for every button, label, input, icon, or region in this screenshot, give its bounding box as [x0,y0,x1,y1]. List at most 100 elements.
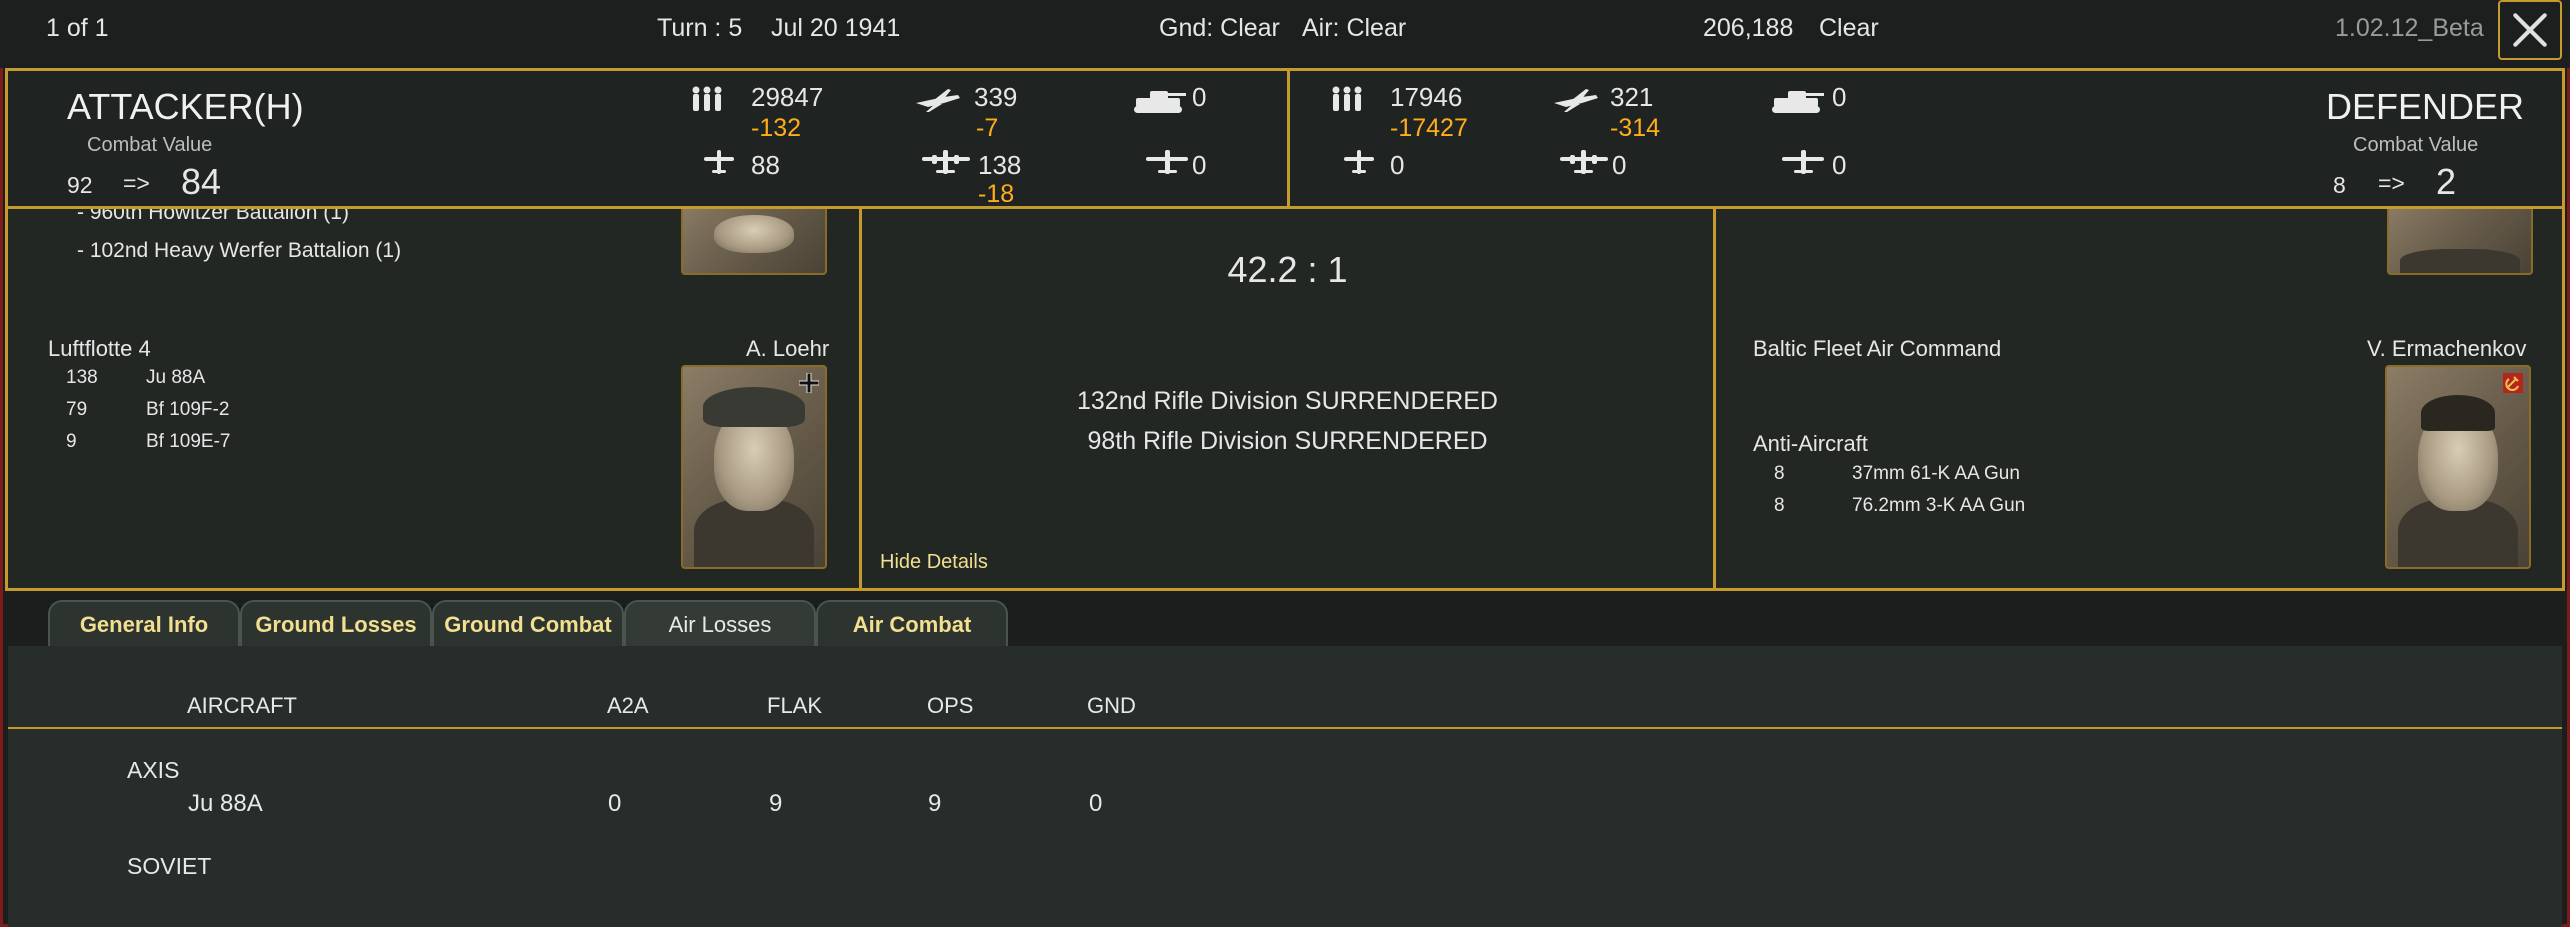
defender-cv-label: Combat Value [2353,134,2479,156]
divider [2562,68,2565,588]
defender-title: DEFENDER [2326,86,2525,127]
aa-type: 37mm 61-K AA Gun [1852,463,2020,484]
tab-general-info[interactable]: General Info [48,600,240,648]
date-label: Jul 20 1941 [771,14,901,42]
column-header-a2a: A2A [607,693,649,718]
attacker-tanks: 0 [1192,82,1207,112]
divider [5,588,2565,591]
divider [5,206,2565,209]
hex-location: 206,188 [1703,14,1794,42]
defender-men: 17946 [1390,82,1463,112]
close-icon [2513,13,2547,47]
defender-fighters-loss: -314 [1610,114,1661,142]
recon-plane-icon [702,149,736,175]
combat-odds: 42.2 : 1 [1227,249,1348,290]
column-header-aircraft: AIRCRAFT [187,693,297,718]
defender-air-group: Baltic Fleet Air Command [1753,336,2002,361]
attacker-title: ATTACKER(H) [67,86,304,127]
attacker-bombers-loss: -18 [978,180,1015,208]
version-label: 1.02.12_Beta [2335,14,2484,42]
unit-portrait [2387,209,2533,275]
defender-summary: 17946 -17427 321 -314 0 0 0 0 DEFENDER C… [1290,71,2562,206]
hide-details-button[interactable]: Hide Details [880,551,988,573]
column-header-ops: OPS [927,693,974,718]
soviet-section-label: SOVIET [127,853,212,879]
transport-plane-icon [1780,149,1826,175]
defender-commander-name: V. Ermachenkov [2367,336,2527,361]
air-weather: Air: Clear [1302,14,1407,42]
top-bar: 1 of 1 Turn : 5 Jul 20 1941 Gnd: Clear A… [0,0,2570,68]
table-cell-ops: 9 [928,790,942,817]
attacker-fighters-loss: -7 [976,114,999,142]
divider [1287,70,1290,208]
terrain-label: Clear [1819,14,1879,42]
header-divider [8,727,2562,729]
recon-plane-icon [1342,149,1376,175]
divider [1713,209,1716,588]
divider [859,209,862,588]
attacker-transports: 0 [1192,150,1207,180]
attacker-air-group: Luftflotte 4 [48,336,151,361]
divider [5,68,8,588]
defender-detail-panel: Baltic Fleet Air Command V. Ermachenkov … [1716,209,2562,588]
divider [5,68,2565,71]
turn-label: Turn : 5 [657,14,743,42]
attacker-recon: 88 [751,150,780,180]
page-indicator: 1 of 1 [46,14,109,42]
infantry-icon [1330,86,1364,112]
tab-air-combat[interactable]: Air Combat [816,600,1008,648]
attacker-commander-name: A. Loehr [746,336,830,361]
infantry-icon [690,86,724,112]
table-cell-aircraft: Ju 88A [188,790,263,817]
transport-plane-icon [1144,149,1190,175]
defender-commander-portrait[interactable] [2385,365,2531,569]
fighter-icon [914,87,962,113]
table-cell-a2a: 0 [608,790,622,817]
attacker-men-loss: -132 [751,114,802,142]
tab-ground-losses[interactable]: Ground Losses [240,600,432,648]
defender-cv-from: 8 [2333,172,2346,198]
anti-aircraft-title: Anti-Aircraft [1753,431,1868,456]
tab-air-losses[interactable]: Air Losses [624,600,816,648]
defender-tanks: 0 [1832,82,1847,112]
combat-result-line: 98th Rifle Division SURRENDERED [1087,427,1488,455]
table-cell-gnd: 0 [1089,790,1103,817]
tab-ground-combat[interactable]: Ground Combat [432,600,624,648]
tank-icon [1770,88,1826,114]
attacker-detail-panel: - 960th Howitzer Battalion (1) - 102nd H… [8,209,859,588]
defender-men-loss: -17427 [1390,114,1468,142]
attacker-commander-portrait[interactable] [681,365,827,569]
attacker-bombers: 138 [978,150,1022,180]
defender-fighters: 321 [1610,82,1654,112]
combat-result-panel: 42.2 : 1 132nd Rifle Division SURRENDERE… [862,209,1713,588]
attacker-summary: ATTACKER(H) Combat Value 92 => 84 29847 … [8,71,1287,208]
air-losses-table [8,646,2562,927]
unit-portrait [681,209,827,275]
defender-transports: 0 [1832,150,1847,180]
attacker-cv-to: 84 [181,161,222,202]
attacker-cv-from: 92 [67,172,93,198]
close-button[interactable] [2498,0,2562,60]
unit-line-cut: - 960th Howitzer Battalion (1) [77,209,349,224]
attacker-fighters: 339 [974,82,1018,112]
defender-cv-arrow: => [2378,170,2405,196]
column-header-flak: FLAK [767,693,823,718]
defender-recon: 0 [1390,150,1405,180]
aa-count: 8 [1774,463,1785,484]
axis-section-label: AXIS [127,757,180,783]
hammer-sickle-icon [2503,373,2523,393]
attacker-cv-label: Combat Value [87,134,213,156]
aircraft-count: 138 [66,367,98,388]
aircraft-type: Ju 88A [146,367,206,388]
tank-icon [1132,88,1188,114]
attacker-cv-arrow: => [123,170,150,196]
unit-line: - 102nd Heavy Werfer Battalion (1) [77,239,402,262]
column-header-gnd: GND [1087,693,1136,718]
fighter-icon [1552,87,1600,113]
table-cell-flak: 9 [769,790,783,817]
defender-cv-to: 2 [2436,161,2457,202]
defender-bombers: 0 [1612,150,1627,180]
bomber-icon [920,149,972,175]
aa-type: 76.2mm 3-K AA Gun [1852,495,2026,516]
iron-cross-icon [798,372,820,394]
